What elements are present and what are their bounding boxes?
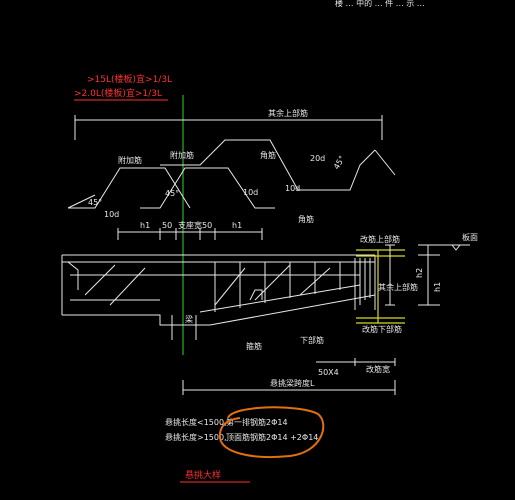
note-row1-left: 悬挑长度<1500,	[165, 417, 227, 427]
other-top-rebar-label: 其余上部筋	[378, 282, 418, 292]
h2-label: h2	[415, 268, 424, 278]
fifty-label-2: 50	[202, 221, 212, 230]
additional-rebar-label-2: 附加筋	[170, 150, 194, 160]
slab-face-label: 板面	[462, 232, 478, 242]
red-note-1: >15L(楼板)宜>1/3L	[87, 73, 172, 85]
forty-five-label-2: 45°	[88, 198, 102, 207]
ten-d-label-2: 10d	[285, 184, 300, 193]
ten-d-label-3: 10d	[104, 210, 119, 219]
twenty-d-label: 20d	[310, 154, 325, 163]
beam-outline	[61, 254, 376, 326]
ten-d-label: 10d	[243, 188, 258, 197]
note-row2-right: 顶面筋钢筋2Φ14 +2Φ14	[226, 432, 318, 442]
support-width-label: 支座宽	[178, 220, 202, 230]
change-width-label: 改筋宽	[366, 364, 390, 374]
red-note-2: >2.0L(楼板)宜>1/3L	[74, 87, 162, 99]
note-row1-right: 第一排钢筋2Φ14	[226, 417, 288, 427]
bottom-rebar-label: 下部筋	[300, 335, 324, 345]
forty-five-label-3: 45°	[165, 189, 179, 198]
bent-rebar-shapes	[67, 139, 396, 209]
top-dimension	[74, 115, 383, 140]
support-column	[171, 315, 197, 340]
change-rebar-bottom-label: 改筋下部筋	[362, 324, 402, 334]
drawing-title: 悬挑大样	[185, 469, 221, 481]
cantilever-length-label: 悬挑梁跨度L	[270, 378, 315, 388]
yellow-rebars	[356, 249, 405, 324]
bottom-right-dimension	[316, 358, 396, 366]
h1-label-2: h1	[232, 221, 242, 230]
beam-label: 梁	[185, 315, 193, 324]
cantilever-dimension	[182, 380, 396, 395]
right-dimension	[385, 244, 470, 306]
change-rebar-top-label: 改筋上部筋	[360, 234, 400, 244]
fifty-x4-label: 50X4	[318, 368, 339, 377]
corner-rebar-label-2: 角筋	[298, 214, 314, 224]
top-rebar-span-label: 其余上部筋	[268, 108, 308, 118]
orange-highlight-circle	[218, 406, 325, 459]
fifty-label: 50	[162, 221, 172, 230]
note-row2-left: 悬挑长度>1500,	[165, 432, 227, 442]
h1-right-label: h1	[433, 282, 442, 292]
corner-rebar-label: 角筋	[260, 150, 276, 160]
h1-label: h1	[140, 221, 150, 230]
stirrup-label: 箍筋	[246, 341, 262, 351]
additional-rebar-label: 附加筋	[118, 155, 142, 165]
middle-dimension	[117, 228, 263, 240]
header-text: 楼 … 中的 … 件 … 示 …	[335, 0, 425, 8]
